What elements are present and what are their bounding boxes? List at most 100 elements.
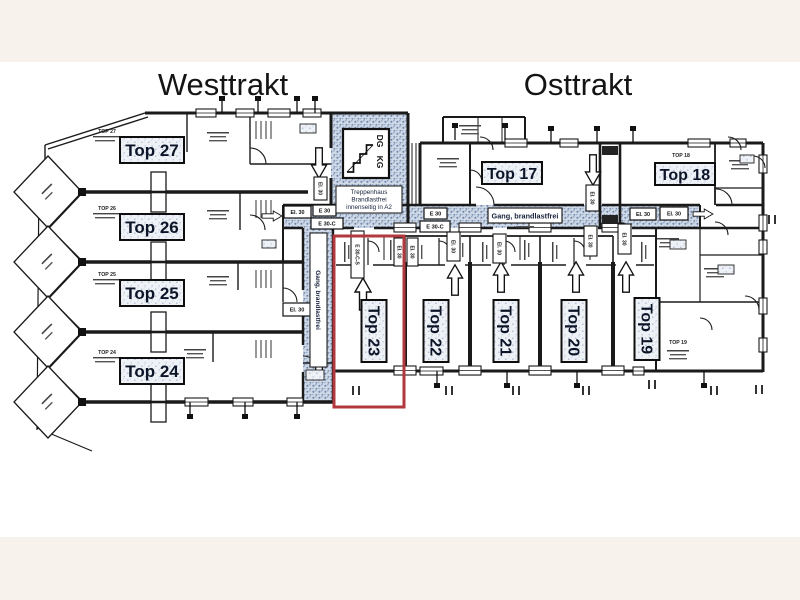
tiny-text-smudge [348,245,350,259]
tiny-text-smudge [186,357,204,359]
tiny-text-smudge [187,353,203,355]
fire-rating-box [419,220,451,233]
fire-rating-box [423,207,448,220]
tiny-text-smudge [207,210,229,212]
door-arc [744,295,760,311]
corridor-label-west: Gang, brandlastfrei [309,232,328,368]
unit-caption-top24: TOP 24 [98,350,116,356]
entry-arrow-icon [584,154,602,187]
tiny-text-smudge [659,246,677,248]
tiny-text-smudge [459,125,481,127]
tiny-text-smudge [207,132,229,134]
door-arc [282,287,298,303]
dimension-mark [654,380,656,389]
tiny-text-smudge [440,162,456,164]
dimension-mark [648,380,650,389]
unit-caption-top25: TOP 25 [98,272,116,278]
tiny-text-smudge [462,243,464,257]
dimension-mark [761,385,763,394]
chimney-mark [548,126,554,131]
door-arc [249,214,266,231]
unit-caption-top18: TOP 18 [672,153,690,159]
tiny-text-smudge [516,226,534,228]
fire-rating-label: E 30 [319,209,331,215]
svg-text:Top 23: Top 23 [364,306,381,356]
fire-rating-label: E 30-C-S [354,244,360,265]
chimney-mark [242,414,248,419]
door-arc [249,147,267,165]
unit-label-top17: Top 17 [481,161,543,185]
bay-window-diamond [13,225,83,299]
room-tag [299,123,317,134]
svg-text:Top 17: Top 17 [487,166,537,183]
tiny-text-smudge [44,401,53,410]
dimension-mark [716,386,718,395]
dimension-mark [588,386,590,395]
fire-rating-label: EI. 30 [290,308,305,314]
room-tag [717,264,735,275]
fire-rating-box [446,231,461,262]
staircase-core: DG KG [341,127,391,180]
unit-caption-top26: TOP 26 [98,206,116,212]
tiny-text-smudge [552,242,554,262]
room-tag [669,239,687,250]
unit-label-top21: Top 21 [492,299,520,363]
svg-text:Top 21: Top 21 [496,306,513,356]
svg-text:Gang, brandlastfrei: Gang, brandlastfrei [492,212,559,221]
highlight-rect-top23 [332,234,406,409]
dimension-mark [352,386,354,395]
tiny-text-smudge [210,280,226,282]
door-arc [479,136,494,151]
fire-rating-label: E 30 [430,212,442,218]
svg-text:Top 26: Top 26 [125,218,179,237]
shaft-blob [602,146,618,155]
wall [44,112,146,146]
fire-rating-label: EI. 30 [667,211,681,217]
fire-rating-box [283,205,312,219]
unit-label-top20: Top 20 [560,299,588,363]
tiny-text-smudge [660,242,676,244]
fire-rating-box [583,225,598,257]
tiny-text-smudge [645,245,647,259]
entry-arrow-icon [446,263,464,296]
unit-caption-top27: TOP 27 [98,129,116,135]
dimension-mark [518,386,520,395]
fire-rating-label: EI. 30 [589,191,595,204]
stairwell-note: Treppenhaus Brandlastfrei innenseitig in… [335,185,403,214]
chimney-mark [701,383,707,388]
tiny-text-smudge [421,245,423,259]
tiny-text-smudge [462,129,478,131]
fire-rating-label: EI. 30 [587,234,593,247]
fire-rating-label: EI. 30 [496,242,502,255]
tiny-text-smudge [209,218,227,220]
tiny-text-smudge [44,261,53,270]
wall [47,116,149,150]
fire-rating-box [406,237,419,267]
tiny-text-smudge [731,168,749,170]
svg-text:Top 19: Top 19 [637,304,654,354]
unit-label-top27: Top 27 [119,136,185,164]
tiny-text-smudge [437,158,459,160]
dimension-mark [755,385,757,394]
tiny-text-smudge [207,276,229,278]
room-tag [739,154,755,164]
tiny-text-smudge [524,240,526,260]
entry-arrow-icon [310,147,328,180]
tiny-text-smudge [732,164,748,166]
tiny-text-smudge [461,133,479,135]
fire-rating-label: EI. 30 [450,240,456,253]
entry-arrow-icon [692,208,714,220]
tiny-text-smudge [93,279,119,281]
fire-rating-label: EI. 30 [396,245,402,258]
tiny-text-smudge [210,214,226,216]
chimney-mark [294,96,300,101]
unit-label-top18: Top 18 [654,162,716,186]
svg-text:Gang, brandlastfrei: Gang, brandlastfrei [314,270,321,330]
dimension-mark [445,386,447,395]
fire-rating-label: EI. 30 [636,212,650,218]
tiny-text-smudge [528,243,530,257]
dimension-mark [512,386,514,395]
chimney-mark [219,96,225,101]
svg-text:Top 22: Top 22 [426,306,443,356]
